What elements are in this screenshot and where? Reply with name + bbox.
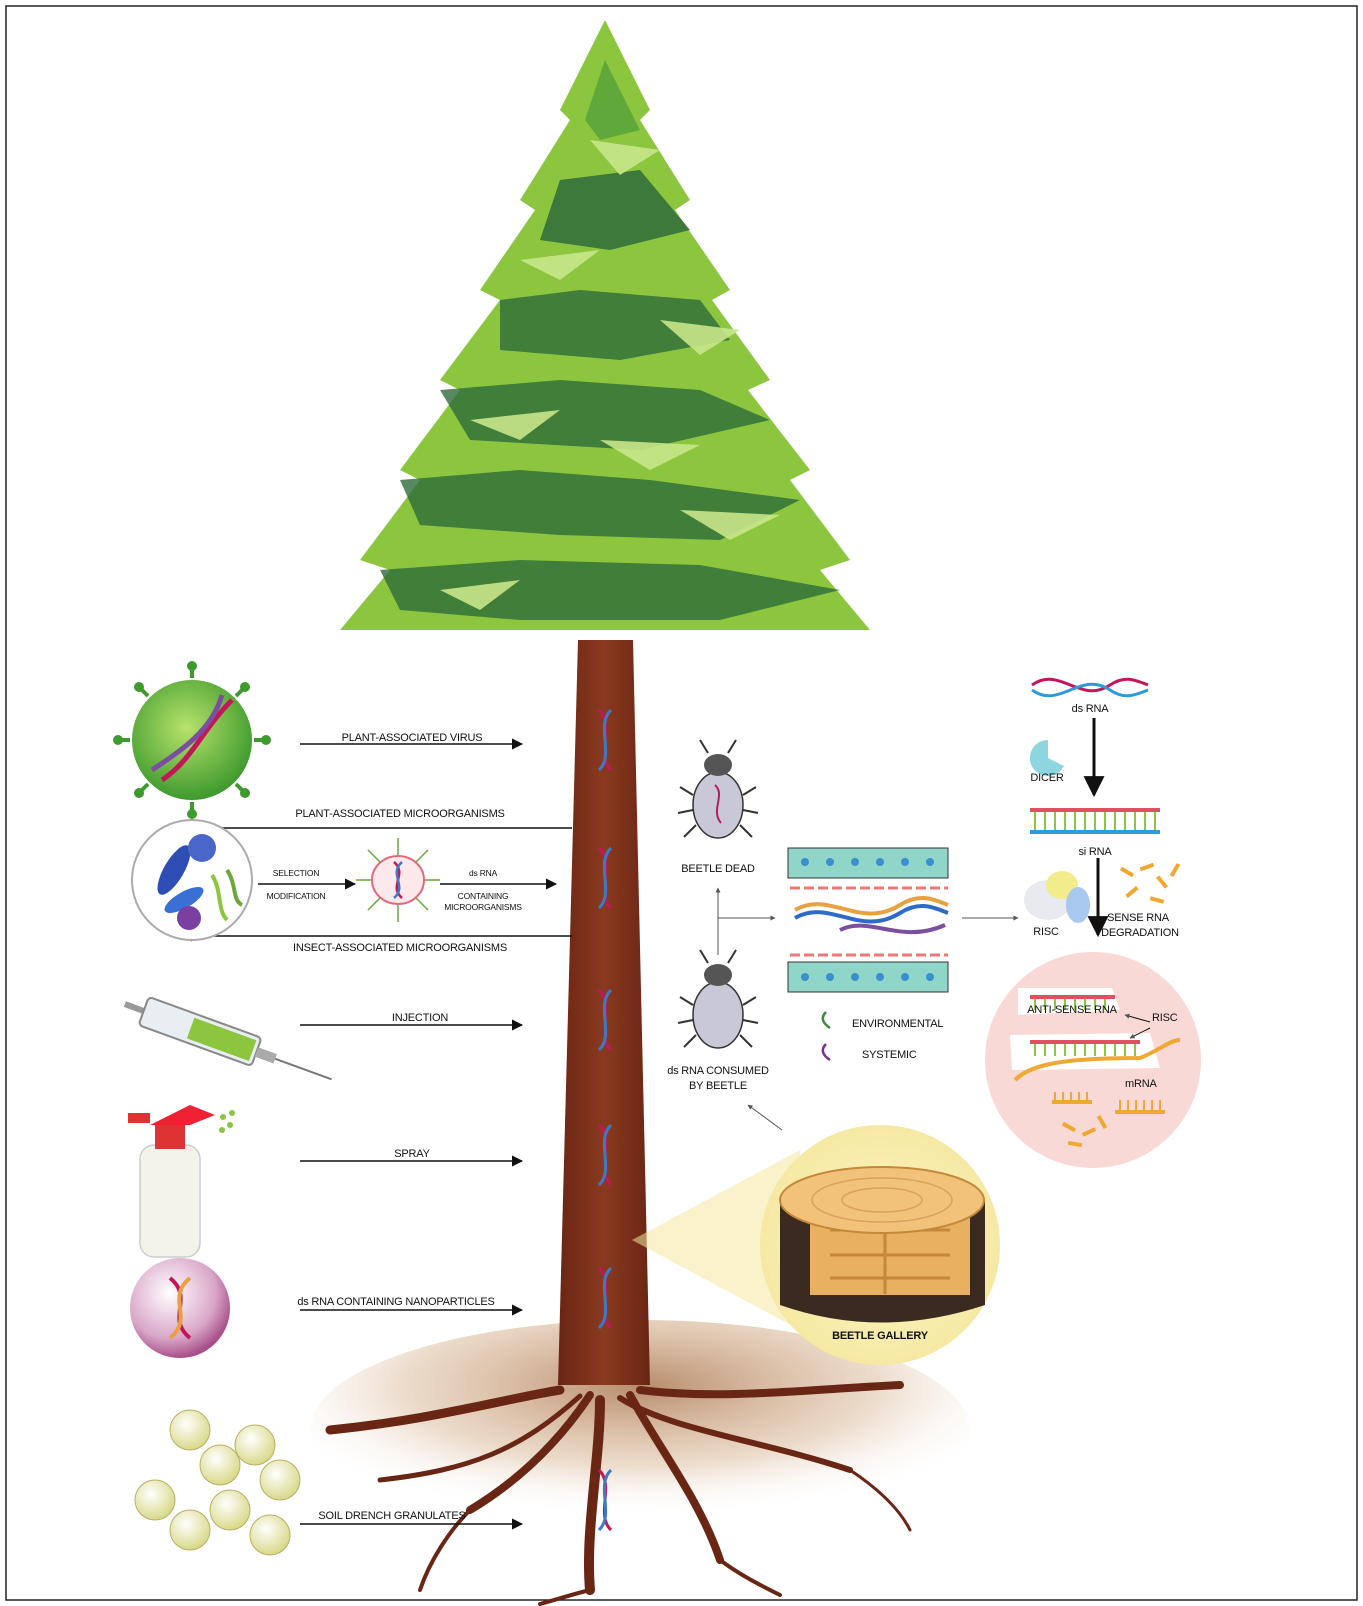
label-plant-microorganisms: PLANT-ASSOCIATED MICROORGANISMS bbox=[295, 808, 504, 820]
label-dicer: DICER bbox=[1030, 772, 1063, 784]
label-rnai-dsrna: ds RNA bbox=[1072, 703, 1109, 715]
label-nanoparticles: ds RNA CONTAINING NANOPARTICLES bbox=[297, 1296, 494, 1308]
label-sense-rna: SENSE RNA bbox=[1107, 912, 1169, 924]
label-injection: INJECTION bbox=[392, 1012, 448, 1024]
label-beetle-dead: BEETLE DEAD bbox=[681, 863, 755, 875]
granules-icon bbox=[135, 1410, 300, 1555]
sense-rna-fragments-icon bbox=[1120, 863, 1180, 904]
label-micro-dsrna: ds RNA bbox=[469, 868, 497, 878]
dicer-icon bbox=[1030, 740, 1064, 776]
environmental-arrow-icon bbox=[823, 1012, 830, 1028]
risc-icon bbox=[1024, 871, 1090, 923]
label-by-beetle: BY BEETLE bbox=[689, 1080, 747, 1092]
label-containing: CONTAINING bbox=[458, 891, 509, 901]
label-dsrna-consumed: ds RNA CONSUMED bbox=[667, 1065, 769, 1077]
label-systemic: SYSTEMIC bbox=[862, 1049, 917, 1061]
beetle-dead-icon bbox=[678, 740, 758, 838]
spray-bottle-icon bbox=[128, 1105, 235, 1257]
beetle-consuming-icon bbox=[678, 950, 758, 1048]
label-modification: MODIFICATION bbox=[267, 891, 326, 901]
label-beetle-gallery: BEETLE GALLERY bbox=[832, 1330, 928, 1342]
label-mrna: mRNA bbox=[1125, 1078, 1157, 1090]
label-sirna: si RNA bbox=[1078, 846, 1111, 858]
label-degradation: DEGRADATION bbox=[1101, 927, 1179, 939]
modified-microorganism-icon bbox=[356, 838, 440, 922]
virus-icon bbox=[113, 661, 271, 819]
label-insect-microorganisms: INSECT-ASSOCIATED MICROORGANISMS bbox=[293, 942, 507, 954]
label-plant-virus: PLANT-ASSOCIATED VIRUS bbox=[342, 732, 483, 744]
nanoparticle-icon bbox=[130, 1258, 230, 1358]
label-spray: SPRAY bbox=[394, 1148, 429, 1160]
microorganisms-icon bbox=[132, 820, 252, 940]
label-antisense: ANTI-SENSE RNA bbox=[1027, 1004, 1117, 1016]
syringe-icon bbox=[124, 997, 337, 1094]
label-soil-drench: SOIL DRENCH GRANULATES bbox=[318, 1510, 465, 1522]
beetle-gallery-icon bbox=[760, 1125, 1000, 1365]
label-environmental: ENVIRONMENTAL bbox=[852, 1018, 943, 1030]
label-microorganisms: MICROORGANISMS bbox=[444, 902, 521, 912]
label-risc-2: RISC bbox=[1152, 1012, 1177, 1024]
systemic-arrow-icon bbox=[823, 1044, 830, 1060]
label-selection: SELECTION bbox=[273, 868, 319, 878]
label-risc: RISC bbox=[1033, 926, 1058, 938]
tree-foliage bbox=[340, 20, 870, 630]
